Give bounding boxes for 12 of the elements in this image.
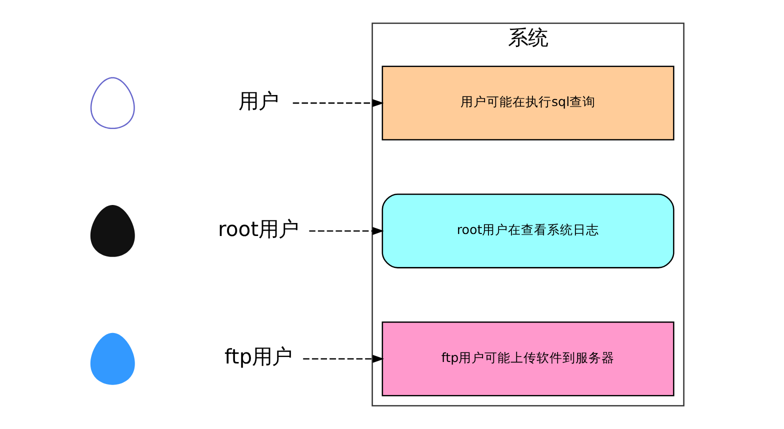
node-person <box>90 77 134 130</box>
node-text: root用户 <box>218 216 298 241</box>
node-box: 用户可能在执行sql查询 <box>381 66 674 140</box>
node-box: ftp用户可能上传软件到服务器 <box>381 322 674 396</box>
arrow <box>308 226 384 235</box>
node-person <box>90 332 134 385</box>
arrow <box>302 354 384 363</box>
node-text: 用户 <box>238 88 278 113</box>
node-text: ftp用户 <box>224 344 292 369</box>
node-box: root用户在查看系统日志 <box>381 194 674 268</box>
arrow <box>292 99 384 108</box>
node-person <box>90 205 134 257</box>
